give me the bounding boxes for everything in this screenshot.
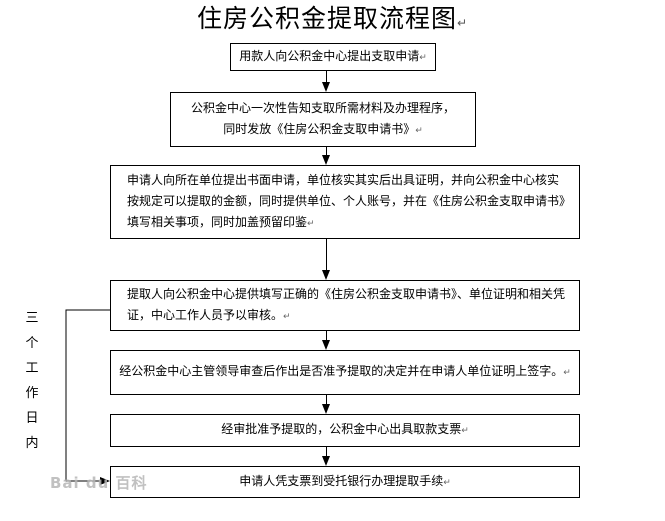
step-2-box: 公积金中心一次性告知支取所需材料及办理程序， 同时发放《住房公积金支取申请书》↵ (170, 92, 476, 147)
paragraph-mark: ↵ (443, 477, 451, 488)
arrow-6-7-head (322, 456, 330, 466)
paragraph-mark: ↵ (563, 368, 571, 378)
arrow-2-3-head (322, 155, 330, 165)
paragraph-mark: ↵ (415, 125, 423, 136)
paragraph-mark: ↵ (283, 311, 291, 322)
step-3-box: 申请人向所在单位提出书面申请，单位核实其实后出具证明，并向公积金中心核实按规定可… (110, 165, 580, 239)
arrow-6-7-line (326, 447, 327, 457)
diagram-title: 住房公积金提取流程图↵ (0, 0, 665, 38)
paragraph-mark: ↵ (456, 16, 469, 30)
step-5-text: 经公积金中心主管领导审查后作出是否准予提取的决定并在申请人单位证明上签字。 (119, 364, 564, 378)
arrow-4-5-line (326, 331, 327, 341)
step-5-box: 经公积金中心主管领导审查后作出是否准予提取的决定并在申请人单位证明上签字。↵ (110, 350, 580, 395)
step-3-text: 申请人向所在单位提出书面申请，单位核实其实后出具证明，并向公积金中心核实按规定可… (127, 172, 566, 229)
arrow-3-4-head (322, 270, 330, 280)
watermark-text: Bai du 百科 (50, 474, 148, 492)
step-7-box: 申请人凭支票到受托银行办理提取手续↵ (110, 466, 580, 498)
arrow-3-4-line (326, 239, 327, 271)
arrow-5-6-head (322, 404, 330, 414)
side-label-char: 作 (25, 386, 39, 401)
step-4-text: 提取人向公积金中心提供填写正确的《住房公积金支取申请书》、单位证明和相关凭证，中… (127, 286, 566, 322)
side-label-char: 日 (25, 411, 39, 426)
bracket-line (65, 309, 110, 482)
step-4-box: 提取人向公积金中心提供填写正确的《住房公积金支取申请书》、单位证明和相关凭证，中… (110, 280, 580, 331)
step-2-text: 公积金中心一次性告知支取所需材料及办理程序， 同时发放《住房公积金支取申请书》 (190, 100, 455, 136)
step-6-text: 经审批准予提取的，公积金中心出具取款支票 (221, 422, 462, 436)
side-label-char: 个 (25, 336, 39, 351)
step-7-text: 申请人凭支票到受托银行办理提取手续 (239, 473, 444, 488)
side-label-char: 内 (25, 436, 39, 451)
paragraph-mark: ↵ (461, 426, 469, 436)
paragraph-mark: ↵ (419, 52, 427, 63)
bracket-arrow-head (100, 477, 110, 485)
paragraph-mark: ↵ (307, 218, 315, 229)
arrow-2-3-line (326, 147, 327, 156)
arrow-5-6-line (326, 395, 327, 405)
side-label-char: 三 (25, 311, 39, 326)
title-text: 住房公积金提取流程图 (196, 4, 457, 33)
step-6-box: 经审批准予提取的，公积金中心出具取款支票↵ (110, 414, 580, 447)
step-1-box: 用款人向公积金中心提出支取申请↵ (230, 43, 436, 71)
arrow-1-2-head (322, 82, 330, 92)
step-1-text: 用款人向公积金中心提出支取申请 (239, 48, 420, 63)
arrow-1-2-line (326, 71, 327, 83)
arrow-4-5-head (322, 340, 330, 350)
side-label: 三 个 工 作 日 内 (22, 306, 42, 456)
baidu-watermark: Bai du 百科 (50, 472, 148, 493)
side-label-char: 工 (25, 361, 39, 376)
